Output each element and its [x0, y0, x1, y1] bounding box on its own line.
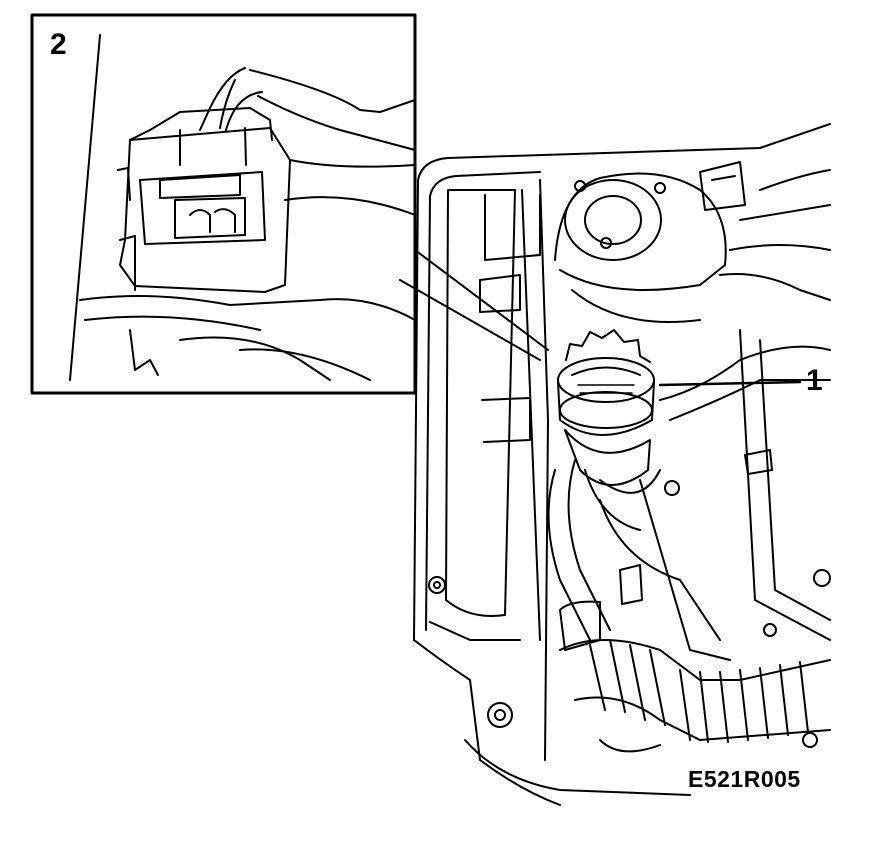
detail-inset [30, 13, 417, 395]
component-callout-1: 1 [806, 364, 823, 397]
hoses [547, 329, 831, 661]
detail-leader-lines [399, 249, 549, 361]
figure-code: E521R005 [688, 766, 801, 792]
intake-duct [559, 600, 831, 753]
detail-callout-2: 2 [50, 28, 67, 61]
electrical-connector [117, 67, 291, 293]
oil-filler-cap [557, 329, 661, 531]
strut-tower [554, 172, 727, 323]
engine-bay [413, 123, 831, 806]
callout-1-leader [658, 380, 802, 387]
